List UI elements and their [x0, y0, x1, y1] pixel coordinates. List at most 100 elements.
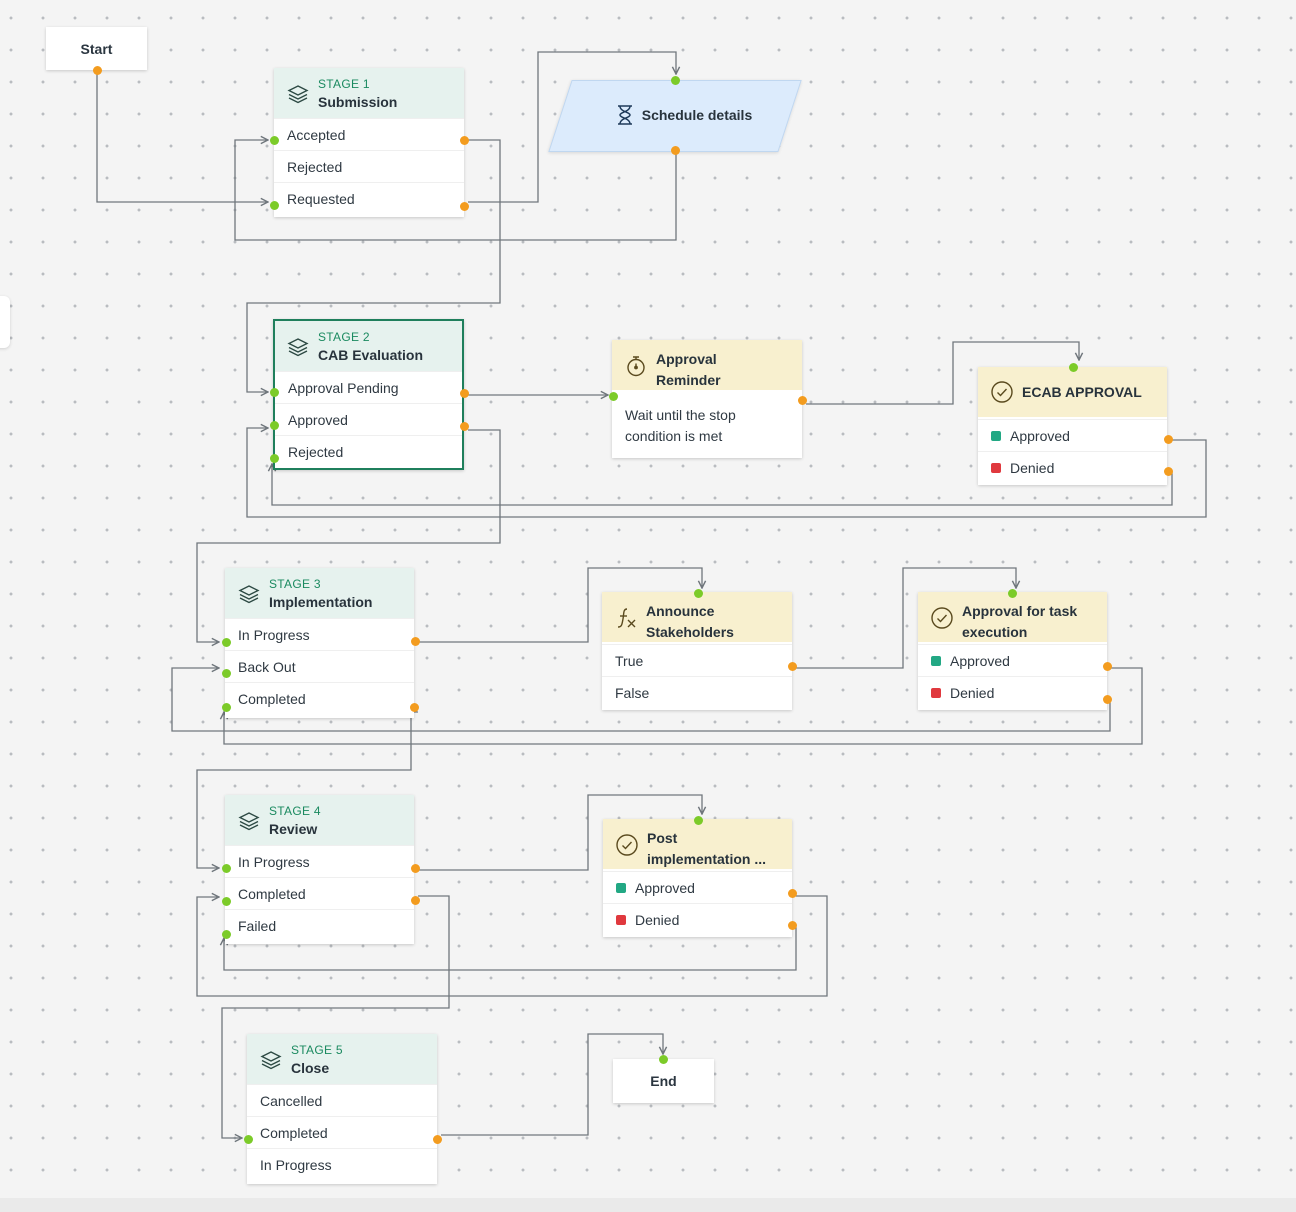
stage-1-tag: STAGE 1: [318, 77, 370, 91]
stage-2-tag: STAGE 2: [318, 330, 370, 344]
layers-icon: [260, 1051, 282, 1070]
ecab-row-approved[interactable]: Approved: [978, 419, 1167, 451]
task-approval-header: Approval for task execution: [918, 592, 1107, 642]
stage-4-row-failed[interactable]: Failed: [225, 909, 414, 941]
port-start-out[interactable]: [92, 65, 102, 75]
port-s2-pending-in[interactable]: [269, 387, 279, 397]
stopwatch-icon: [627, 356, 645, 377]
ecab-approval-card[interactable]: ECAB APPROVAL Approved Denied: [978, 367, 1167, 485]
port-post-approved-out[interactable]: [787, 888, 797, 898]
port-s3-completed-in[interactable]: [221, 702, 231, 712]
end-label: End: [650, 1073, 677, 1089]
approval-reminder-line-1: Wait until the stop: [625, 407, 736, 423]
schedule-details-label: Schedule details: [641, 107, 753, 123]
stage-4-card[interactable]: STAGE 4 Review In Progress Completed Fai…: [225, 795, 414, 944]
port-s4-failed-in[interactable]: [221, 929, 231, 939]
start-node[interactable]: Start: [46, 27, 147, 70]
approval-reminder-header: Approval Reminder: [612, 340, 802, 390]
start-label: Start: [80, 40, 113, 57]
port-task-denied-out[interactable]: [1102, 694, 1112, 704]
port-s1-accepted-in[interactable]: [269, 135, 279, 145]
port-s4-completed-in[interactable]: [221, 896, 231, 906]
port-s2-pending-out[interactable]: [459, 388, 469, 398]
task-approval-card[interactable]: Approval for task execution Approved Den…: [918, 592, 1107, 710]
stage-4-row-completed[interactable]: Completed: [225, 877, 414, 909]
stage-5-card[interactable]: STAGE 5 Close Cancelled Completed In Pro…: [247, 1034, 437, 1184]
stage-1-row-rejected[interactable]: Rejected: [274, 150, 464, 182]
side-panel-tab[interactable]: [0, 296, 10, 348]
stage-2-row-rejected[interactable]: Rejected: [275, 435, 462, 467]
stage-1-card[interactable]: STAGE 1 Submission Accepted Rejected Req…: [274, 68, 464, 217]
port-s3-completed-out[interactable]: [409, 702, 419, 712]
post-impl-row-denied[interactable]: Denied: [603, 903, 792, 935]
announce-row-false[interactable]: False: [602, 676, 792, 708]
task-approval-row-approved[interactable]: Approved: [918, 644, 1107, 676]
port-post-in[interactable]: [693, 815, 703, 825]
port-s4-completed-out[interactable]: [410, 895, 420, 905]
port-ecab-in[interactable]: [1068, 362, 1078, 372]
port-s3-backout-in[interactable]: [221, 668, 231, 678]
port-post-denied-out[interactable]: [787, 920, 797, 930]
stage-3-row-completed[interactable]: Completed: [225, 682, 414, 714]
announce-title-2: Stakeholders: [646, 624, 734, 640]
stage-2-row-approval-pending[interactable]: Approval Pending: [275, 371, 462, 403]
port-s1-accepted-out[interactable]: [459, 135, 469, 145]
port-schedule-out[interactable]: [670, 145, 680, 155]
schedule-details-content[interactable]: Schedule details: [584, 80, 784, 150]
port-s2-approved-out[interactable]: [459, 421, 469, 431]
denied-marker-icon: [991, 462, 1001, 473]
announce-row-true[interactable]: True: [602, 644, 792, 676]
port-s5-completed-out[interactable]: [432, 1134, 442, 1144]
port-reminder-in[interactable]: [608, 391, 618, 401]
end-node[interactable]: End: [613, 1059, 714, 1103]
post-impl-row-approved[interactable]: Approved: [603, 871, 792, 903]
stage-2-card[interactable]: STAGE 2 CAB Evaluation Approval Pending …: [273, 319, 464, 470]
port-s3-progress-in[interactable]: [221, 637, 231, 647]
approval-reminder-card[interactable]: Approval Reminder Wait until the stop co…: [612, 340, 802, 458]
function-icon: [617, 608, 636, 628]
stage-3-row-in-progress[interactable]: In Progress: [225, 618, 414, 650]
port-task-approved-out[interactable]: [1102, 661, 1112, 671]
denied-marker-icon: [931, 687, 941, 698]
port-s4-progress-out[interactable]: [410, 863, 420, 873]
stage-5-row-in-progress[interactable]: In Progress: [247, 1148, 437, 1180]
port-announce-in[interactable]: [693, 588, 703, 598]
port-s2-rejected-in[interactable]: [269, 453, 279, 463]
port-s1-requested-out[interactable]: [459, 201, 469, 211]
check-circle-icon: [931, 607, 953, 629]
port-s3-progress-out[interactable]: [410, 636, 420, 646]
stage-3-row-back-out[interactable]: Back Out: [225, 650, 414, 682]
stage-1-row-requested[interactable]: Requested: [274, 182, 464, 214]
stage-1-row-accepted[interactable]: Accepted: [274, 118, 464, 150]
port-ecab-approved-out[interactable]: [1163, 434, 1173, 444]
approval-reminder-line-2: condition is met: [625, 428, 723, 444]
port-ecab-denied-out[interactable]: [1163, 466, 1173, 476]
stage-5-name: Close: [291, 1060, 330, 1076]
task-approval-row-denied[interactable]: Denied: [918, 676, 1107, 708]
horizontal-scrollbar[interactable]: [0, 1198, 1296, 1212]
task-denied-label: Denied: [950, 684, 995, 701]
stage-3-card[interactable]: STAGE 3 Implementation In Progress Back …: [225, 568, 414, 718]
port-s2-approved-in[interactable]: [269, 420, 279, 430]
port-s5-completed-in[interactable]: [243, 1134, 253, 1144]
port-announce-true-out[interactable]: [787, 661, 797, 671]
stage-2-name: CAB Evaluation: [318, 347, 424, 363]
ecab-row-denied[interactable]: Denied: [978, 451, 1167, 483]
announce-stakeholders-card[interactable]: Announce Stakeholders True False: [602, 592, 792, 710]
stage-2-row-approved[interactable]: Approved: [275, 403, 462, 435]
stage-5-row-completed[interactable]: Completed: [247, 1116, 437, 1148]
port-schedule-in[interactable]: [670, 75, 680, 85]
approved-marker-icon: [616, 882, 626, 893]
stage-3-header: STAGE 3 Implementation: [225, 568, 414, 618]
port-s1-requested-in[interactable]: [269, 200, 279, 210]
port-s4-progress-in[interactable]: [221, 863, 231, 873]
port-end-in[interactable]: [658, 1054, 668, 1064]
stage-4-row-in-progress[interactable]: In Progress: [225, 845, 414, 877]
port-reminder-out[interactable]: [797, 395, 807, 405]
stage-5-row-cancelled[interactable]: Cancelled: [247, 1084, 437, 1116]
post-implementation-card[interactable]: Post implementation ... Approved Denied: [603, 819, 792, 937]
post-impl-title-1: Post: [647, 830, 678, 846]
approval-reminder-title-2: Reminder: [656, 372, 721, 388]
stage-4-name: Review: [269, 821, 318, 837]
port-task-in[interactable]: [1007, 588, 1017, 598]
